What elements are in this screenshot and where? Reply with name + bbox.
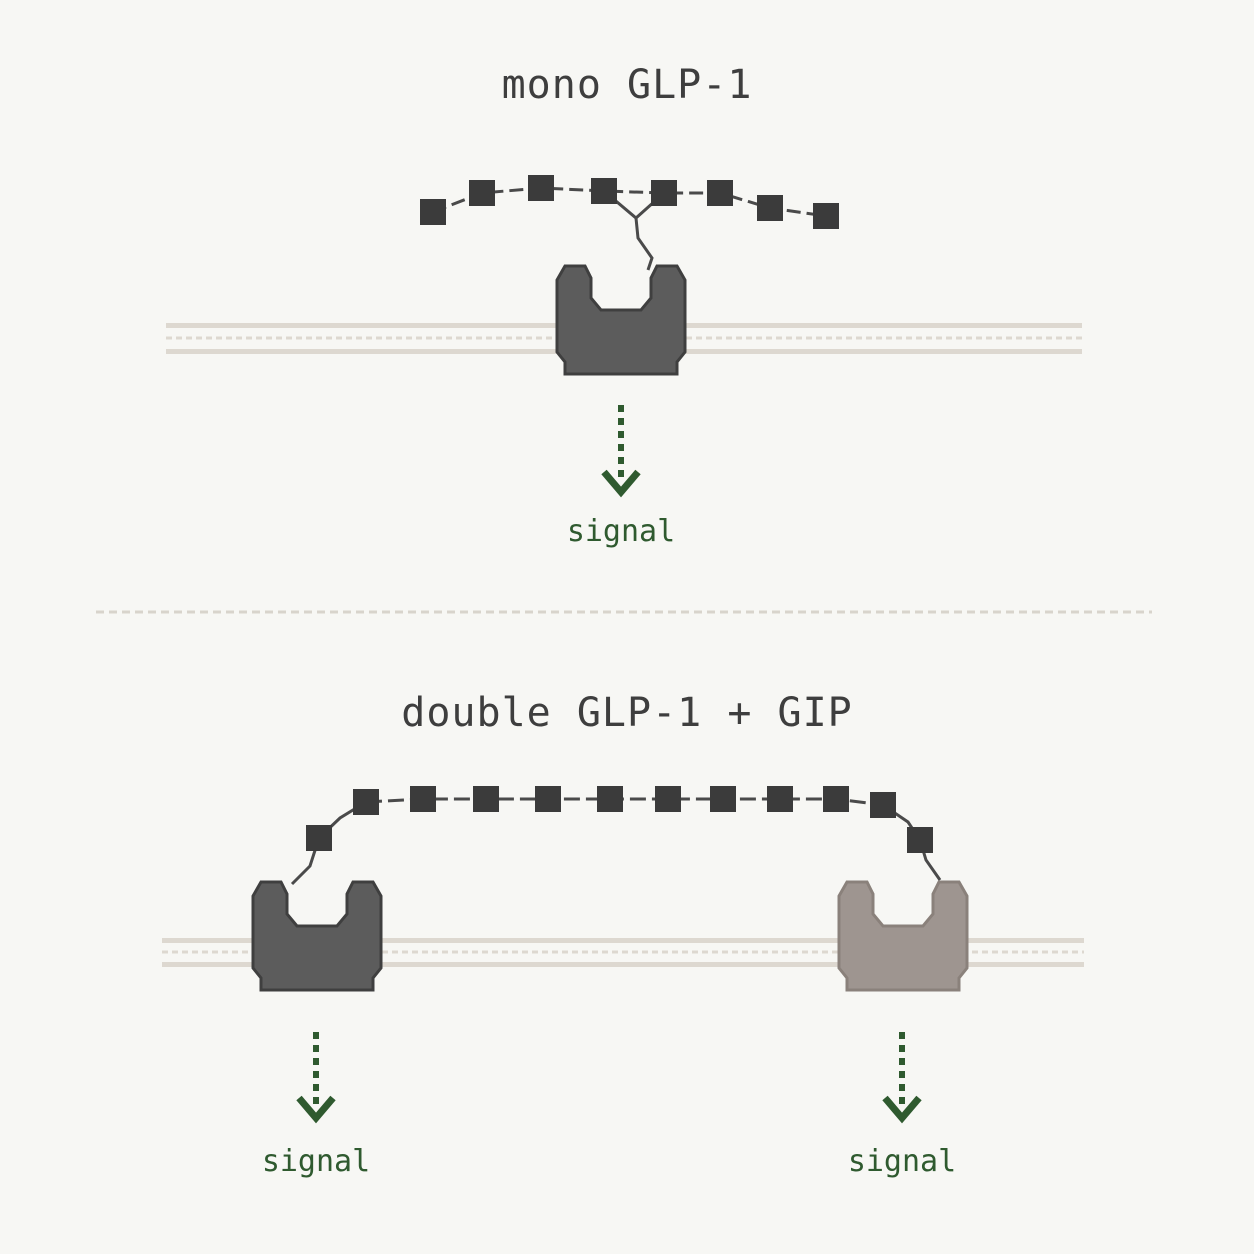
peptide-bead-icon xyxy=(591,178,617,204)
peptide-bead-icon xyxy=(306,825,332,851)
peptide-bead-icon xyxy=(353,789,379,815)
signal-label-mono: signal xyxy=(566,514,676,549)
glp1-receptor-icon xyxy=(555,264,687,376)
peptide-bead-icon xyxy=(823,786,849,812)
peptide-chain-bottom xyxy=(290,786,942,886)
signal-arrow-icon xyxy=(882,1032,922,1124)
peptide-bead-icon xyxy=(535,786,561,812)
signal-arrow-icon xyxy=(601,405,641,498)
peptide-bead-icon xyxy=(410,786,436,812)
glp1-receptor-icon xyxy=(251,880,383,992)
peptide-chain-top xyxy=(420,175,839,271)
peptide-bead-icon xyxy=(651,180,677,206)
peptide-bead-icon xyxy=(870,792,896,818)
signal-label-glp1: signal xyxy=(261,1144,371,1179)
peptide-bead-icon xyxy=(710,786,736,812)
peptide-bead-icon xyxy=(597,786,623,812)
peptide-bead-icon xyxy=(655,786,681,812)
peptide-bead-icon xyxy=(528,175,554,201)
signal-arrow-icon xyxy=(296,1032,336,1124)
peptide-bead-icon xyxy=(473,786,499,812)
gip-receptor-icon xyxy=(837,880,969,992)
panel-title-double: double GLP-1 + GIP xyxy=(401,690,853,736)
peptide-bead-icon xyxy=(420,199,446,225)
signal-label-gip: signal xyxy=(847,1144,957,1179)
peptide-bead-icon xyxy=(767,786,793,812)
peptide-bead-icon xyxy=(469,180,495,206)
peptide-bead-icon xyxy=(757,195,783,221)
peptide-bead-icon xyxy=(707,180,733,206)
peptide-bead-icon xyxy=(813,203,839,229)
panel-title-mono: mono GLP-1 xyxy=(501,62,753,108)
peptide-bead-icon xyxy=(907,827,933,853)
